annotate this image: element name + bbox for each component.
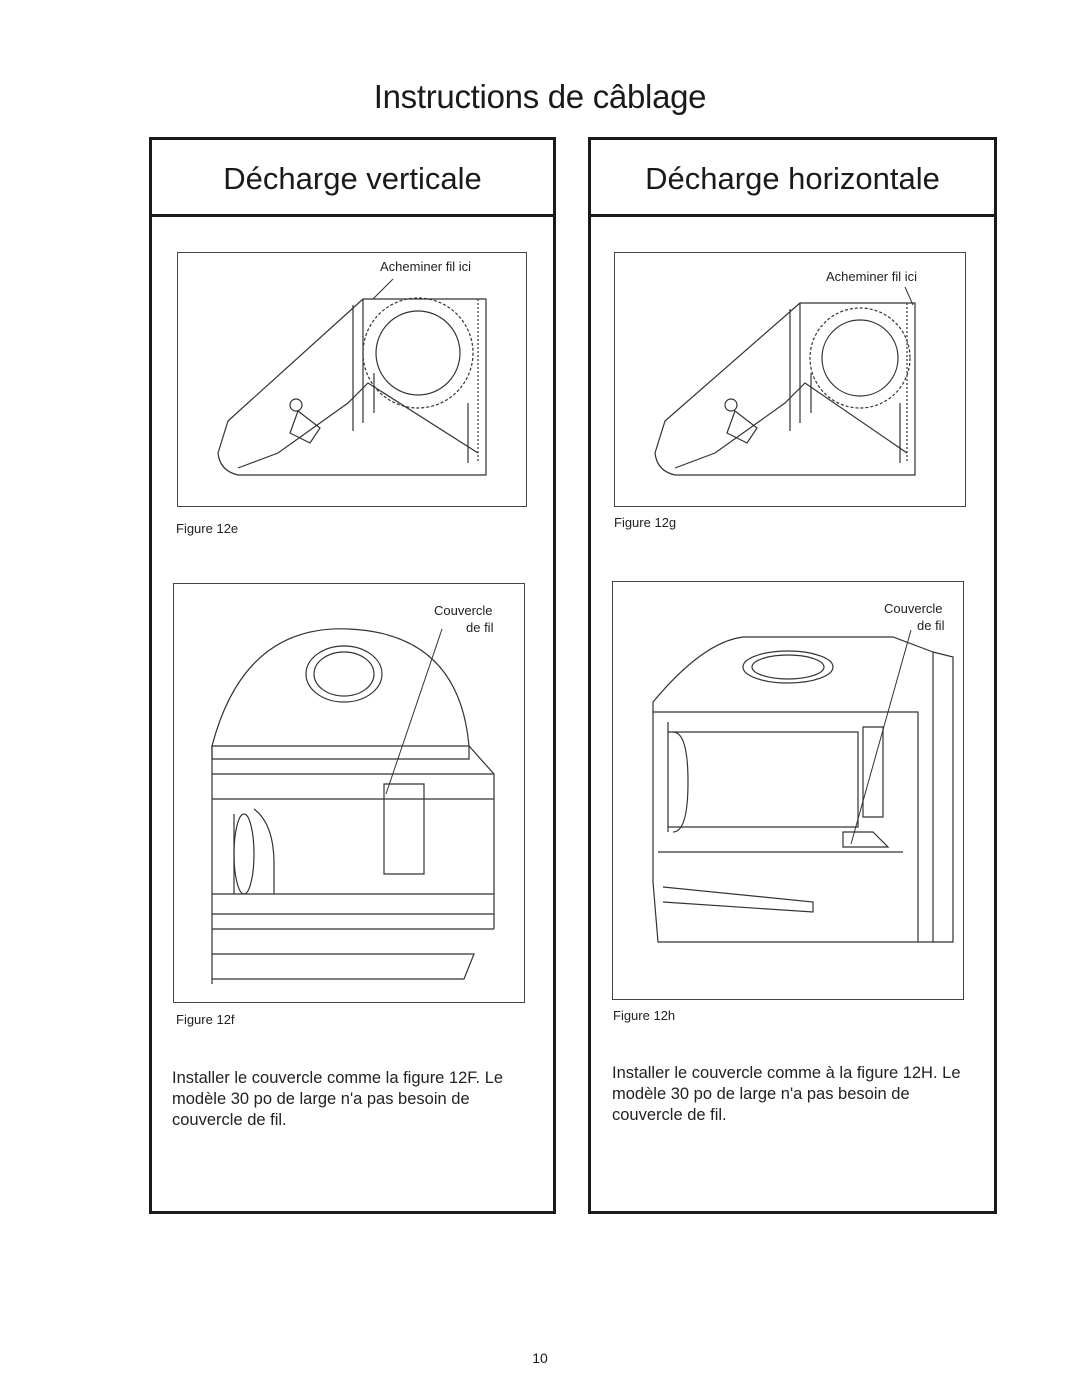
figure-12g-illustration [614, 252, 966, 507]
hood-side-view-vertical-icon [217, 278, 487, 476]
figure-12f-illustration [173, 583, 525, 1003]
figure-12h-caption: Figure 12h [613, 1008, 676, 1023]
wire-cover-callout-line2: de fil [917, 618, 945, 633]
wire-cover-callout-line1: Couvercle [434, 603, 493, 618]
figure-12e-caption: Figure 12e [176, 521, 239, 536]
vertical-install-instruction: Installer le couvercle comme la figure 1… [172, 1069, 504, 1129]
figure-12f-caption: Figure 12f [176, 1012, 235, 1027]
vertical-discharge-heading: Décharge verticale [152, 140, 553, 217]
route-wire-callout: Acheminer fil ici [826, 269, 918, 284]
hood-underside-vertical-icon [211, 628, 495, 984]
route-wire-callout: Acheminer fil ici [380, 259, 472, 274]
figure-12e-illustration [177, 252, 527, 507]
vertical-discharge-panel: Décharge verticale [149, 137, 556, 1214]
figure-12h-illustration [612, 581, 964, 1000]
horizontal-install-instruction: Installer le couvercle comme à la figure… [612, 1064, 961, 1124]
page-number: 10 [532, 1350, 548, 1366]
hood-side-view-horizontal-icon [654, 286, 916, 476]
wire-cover-callout-line2: de fil [466, 620, 494, 635]
wire-cover-callout-line1: Couvercle [884, 601, 943, 616]
hood-underside-horizontal-icon [652, 629, 954, 943]
figure-12g-caption: Figure 12g [614, 515, 677, 530]
horizontal-discharge-panel: Décharge horizontale [588, 137, 997, 1214]
page-title: Instructions de câblage [373, 78, 707, 115]
horizontal-discharge-heading: Décharge horizontale [591, 140, 994, 217]
